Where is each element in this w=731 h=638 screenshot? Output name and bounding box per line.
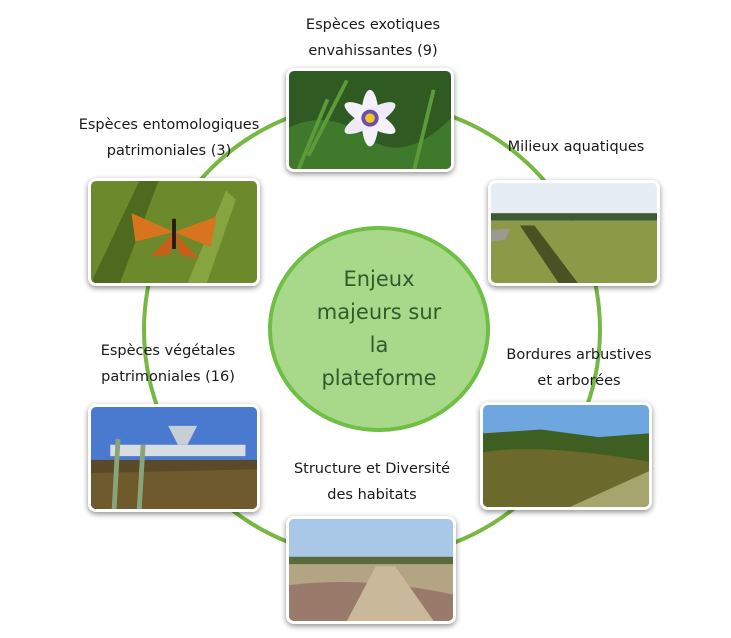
plants-photo [88, 404, 260, 512]
center-title: Enjeux majeurs sur la plateforme [304, 263, 454, 395]
habitats-label: Structure et Diversité des habitats [293, 461, 451, 503]
plant-species-label: Espèces végétales patrimoniales (16) [100, 343, 236, 385]
exotic-species-label: Espèces exotiques envahissantes (9) [305, 17, 441, 59]
flower-photo [286, 68, 454, 172]
insect-species-label: Espèces entomologiques patrimoniales (3) [78, 117, 260, 159]
center-title-line-1: Enjeux [343, 267, 415, 291]
shrub-borders-label: Bordures arbustives et arborées [506, 347, 652, 389]
butterfly-photo [88, 178, 260, 286]
center-title-line-4: plateforme [321, 366, 437, 390]
center-circle: Enjeux majeurs sur la plateforme [268, 226, 490, 432]
center-title-line-2: majeurs sur [316, 300, 442, 324]
center-title-line-3: la [369, 333, 389, 357]
aquatic-label: Milieux aquatiques [507, 139, 645, 155]
aquatic-photo [488, 180, 660, 286]
habitats-photo [286, 516, 456, 624]
shrub-photo [480, 402, 652, 510]
